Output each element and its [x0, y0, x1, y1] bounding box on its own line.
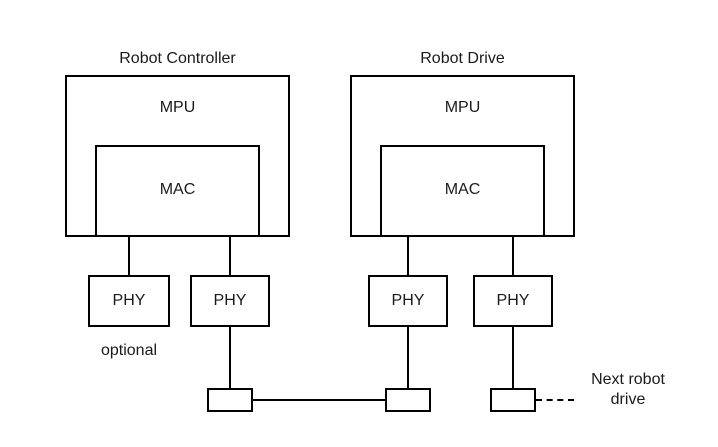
drive-phy2-label: PHY: [496, 292, 530, 309]
controller-phy2-port-link: [229, 326, 231, 389]
controller-port-box: [207, 388, 253, 412]
drive-mac-label: MAC: [444, 181, 481, 198]
controller-phy1-box: [88, 275, 170, 327]
next-robot-drive-label: Next robot drive: [591, 371, 665, 408]
drive-mac-phy2-link: [512, 236, 514, 276]
drive-mpu-label: MPU: [444, 99, 481, 116]
controller-phy2-label: PHY: [213, 292, 247, 309]
drive-phy1-label: PHY: [391, 292, 425, 309]
drive-phy2-port-link: [512, 326, 514, 389]
drive-port1-box: [385, 388, 431, 412]
controller-mpu-label: MPU: [159, 99, 196, 116]
controller-phy1-label: PHY: [112, 292, 146, 309]
drive-port2-box: [490, 388, 536, 412]
robot-drive-title: Robot Drive: [420, 50, 505, 67]
next-drive-dashed-link: [536, 399, 574, 401]
controller-mac-label: MAC: [159, 181, 196, 198]
controller-drive-cable: [253, 399, 385, 401]
controller-mac-phy2-link: [229, 236, 231, 276]
robot-controller-title: Robot Controller: [119, 50, 236, 67]
drive-phy1-port-link: [407, 326, 409, 389]
drive-phy2-box: [473, 275, 553, 327]
controller-mac-phy1-link: [128, 236, 130, 276]
drive-phy1-box: [368, 275, 448, 327]
controller-mac-box: [95, 145, 260, 237]
drive-mac-phy1-link: [407, 236, 409, 276]
optional-note: optional: [100, 342, 158, 359]
drive-mac-box: [380, 145, 545, 237]
